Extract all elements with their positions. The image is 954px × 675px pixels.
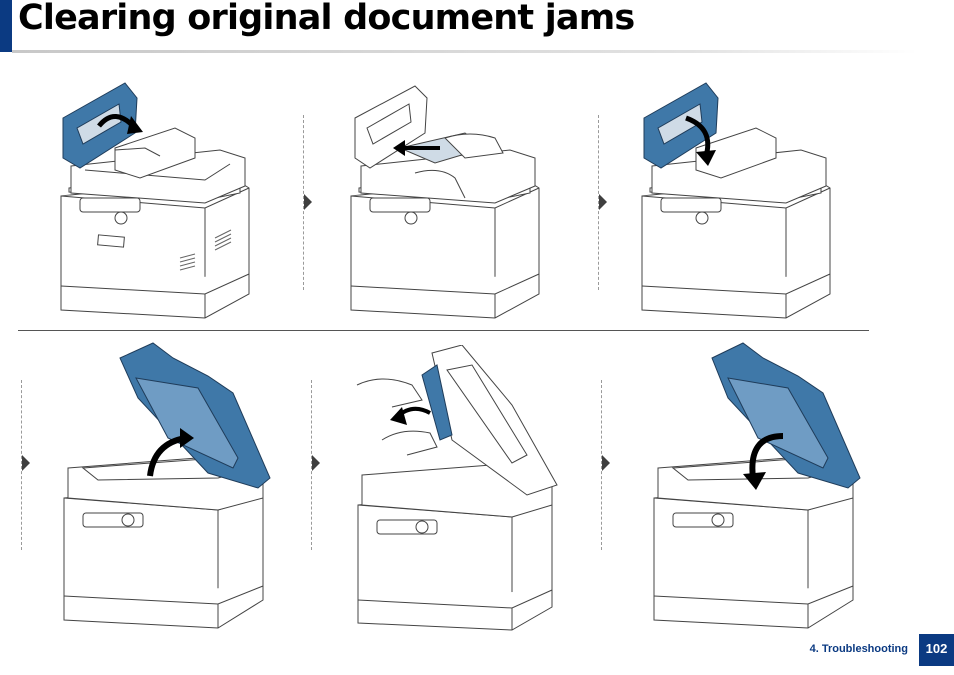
footer-section-label: 4. Troubleshooting <box>810 643 908 655</box>
page-title: Clearing original document jams <box>18 0 634 38</box>
step-arrow-icon <box>599 194 607 210</box>
step-4-illustration <box>58 338 273 633</box>
title-underline <box>12 50 917 53</box>
title-accent-bar <box>0 0 12 52</box>
row-divider <box>18 330 869 331</box>
step-5-illustration <box>352 345 562 635</box>
page-number: 102 <box>919 634 954 666</box>
step-arrow-icon <box>312 455 320 471</box>
step-2-illustration <box>345 78 545 324</box>
step-3-illustration <box>636 78 836 324</box>
step-arrow-icon <box>304 194 312 210</box>
step-1-illustration <box>55 78 255 324</box>
step-arrow-icon <box>22 455 30 471</box>
step-arrow-icon <box>602 455 610 471</box>
step-6-illustration <box>648 338 863 633</box>
